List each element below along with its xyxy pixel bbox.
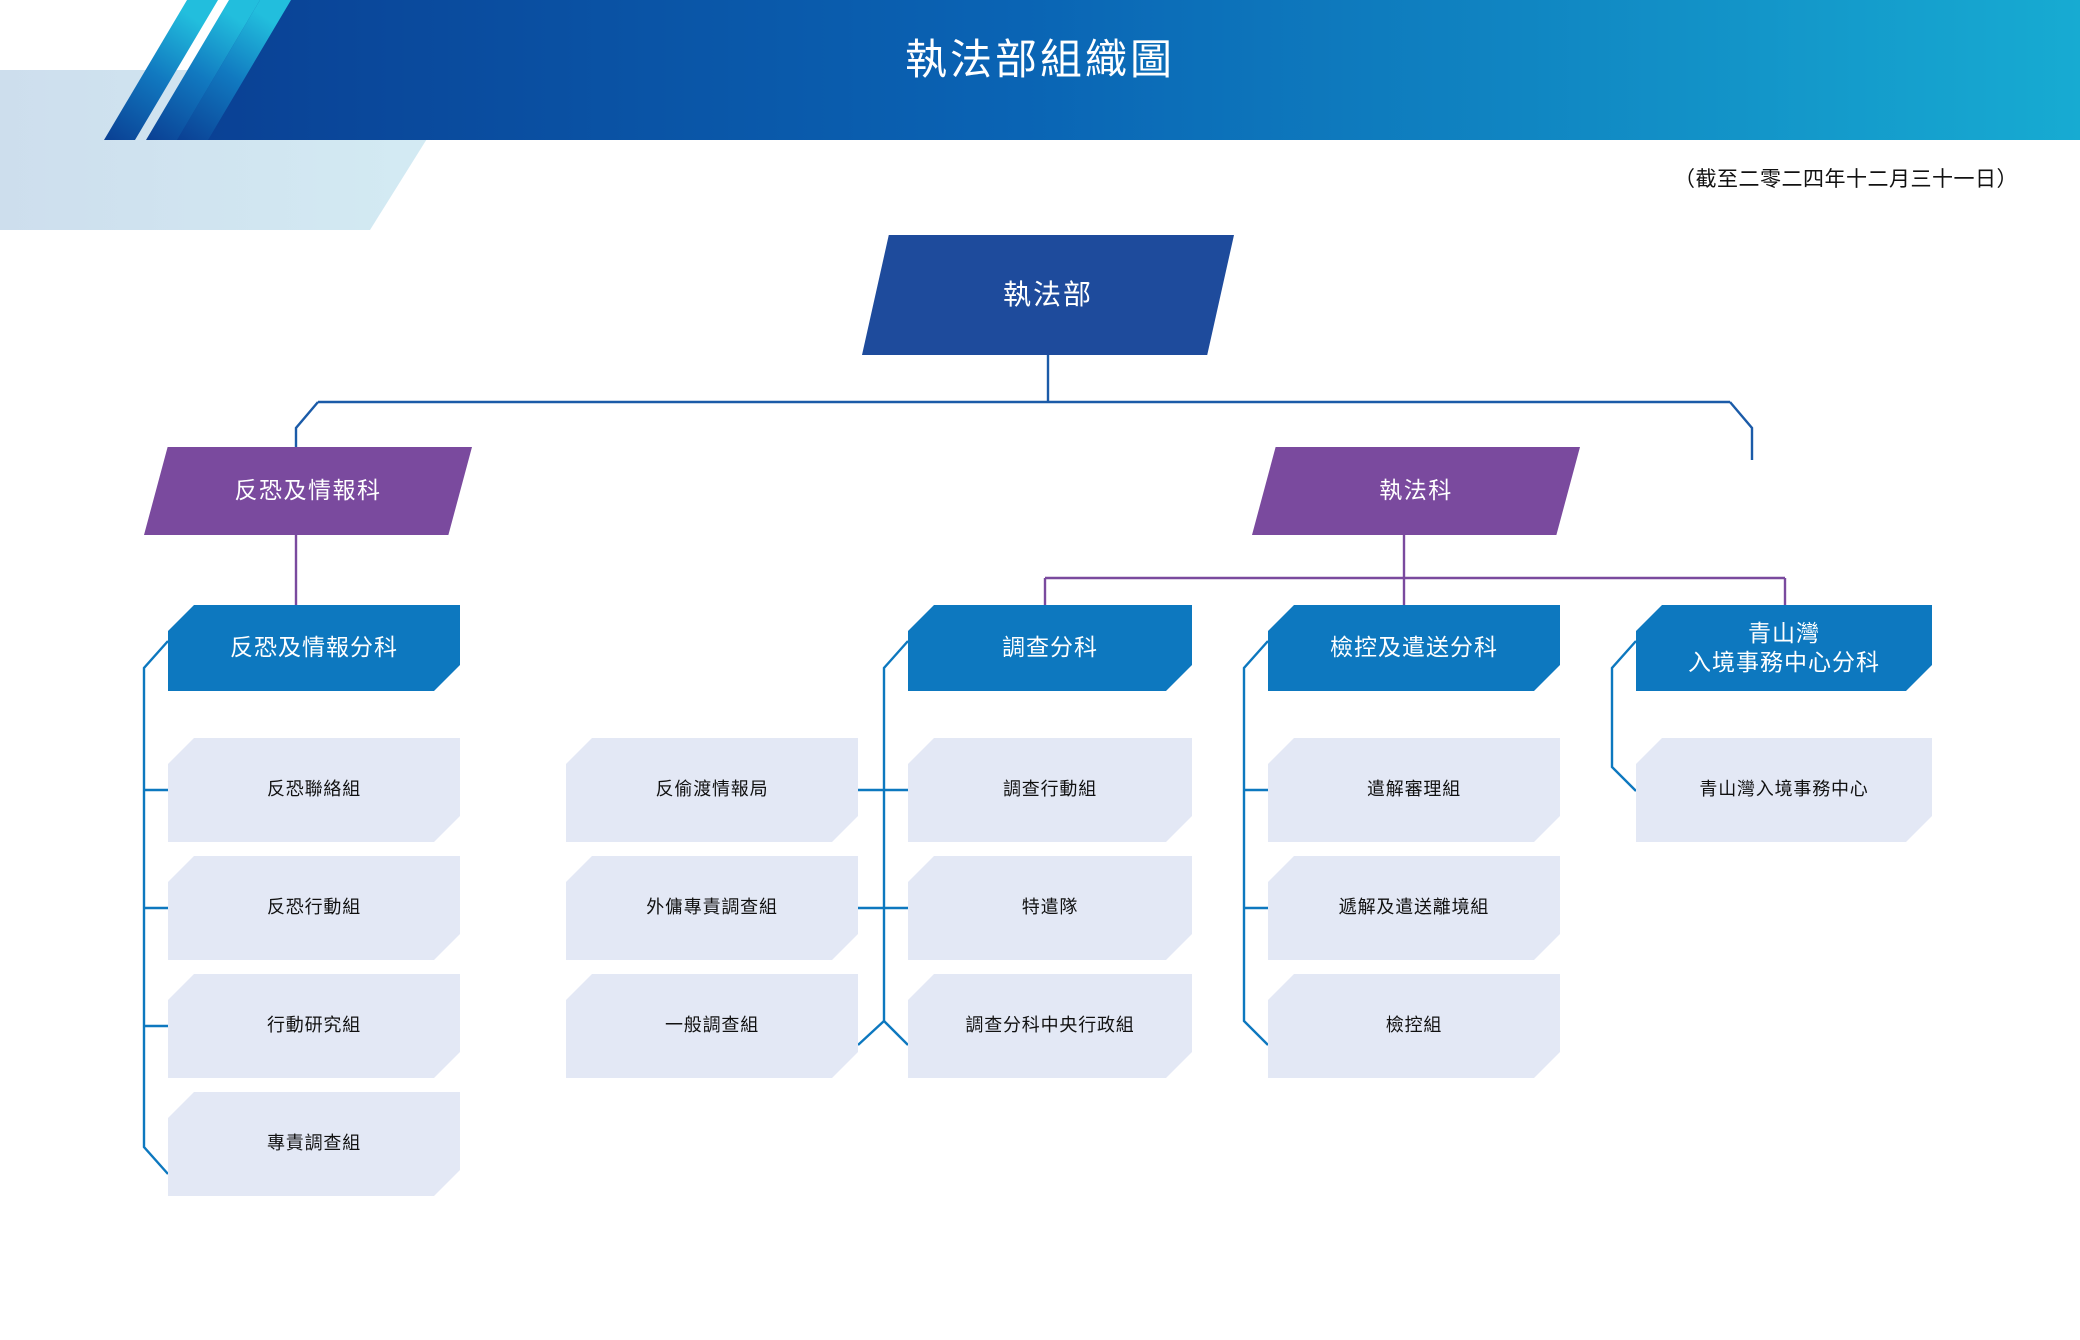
header-slash-3 [177, 0, 291, 140]
node-label: 遣解審理組 [1367, 779, 1461, 800]
node-subdivision-investigation[interactable]: 調查分科 [908, 605, 1192, 691]
node-label: 反偷渡情報局 [655, 779, 769, 800]
node-label: 反恐聯絡組 [267, 779, 361, 800]
node-label: 調查分科 [1002, 634, 1098, 661]
node-subdivision-prosecution-removal[interactable]: 檢控及遣送分科 [1268, 605, 1560, 691]
node-section-counter-terrorism[interactable]: 反恐及情報科 [144, 447, 472, 535]
header-slash-1 [104, 0, 218, 140]
node-label: 青山灣 入境事務中心分科 [1688, 619, 1880, 675]
node-label: 青山灣入境事務中心 [1699, 779, 1869, 800]
node-label: 檢控及遣送分科 [1330, 634, 1498, 661]
page-header: 執法部組織圖 [0, 0, 2080, 230]
node-unit-col1-2[interactable]: 行動研究組 [168, 974, 460, 1078]
connector-spine-col5 [1610, 640, 1637, 792]
node-label: 特遣隊 [1021, 897, 1079, 918]
node-label: 執法部 [1002, 279, 1093, 311]
node-unit-col1-1[interactable]: 反恐行動組 [168, 856, 460, 960]
node-label: 外傭專責調查組 [646, 897, 778, 918]
node-unit-col2-1[interactable]: 外傭專責調查組 [566, 856, 858, 960]
node-unit-col3-2[interactable]: 調查分科中央行政組 [908, 974, 1192, 1078]
connector-spine-investigation [857, 640, 909, 1046]
node-unit-col1-3[interactable]: 專責調查組 [168, 1092, 460, 1196]
node-section-enforcement[interactable]: 執法科 [1252, 447, 1580, 535]
node-unit-col1-0[interactable]: 反恐聯絡組 [168, 738, 460, 842]
node-label: 調查行動組 [1003, 779, 1097, 800]
header-slash-2 [146, 0, 260, 140]
as-of-date: （截至二零二四年十二月三十一日） [1674, 168, 2018, 191]
node-label: 遞解及遣送離境組 [1338, 897, 1490, 918]
node-department-root[interactable]: 執法部 [862, 235, 1234, 355]
node-unit-col2-0[interactable]: 反偷渡情報局 [566, 738, 858, 842]
node-unit-col4-1[interactable]: 遞解及遣送離境組 [1268, 856, 1560, 960]
node-label: 專責調查組 [267, 1133, 361, 1154]
node-unit-col4-2[interactable]: 檢控組 [1268, 974, 1560, 1078]
node-unit-col3-0[interactable]: 調查行動組 [908, 738, 1192, 842]
node-label: 反恐行動組 [267, 897, 361, 918]
node-label: 反恐及情報分科 [230, 634, 398, 661]
node-unit-col4-0[interactable]: 遣解審理組 [1268, 738, 1560, 842]
node-label: 反恐及情報科 [234, 477, 382, 504]
node-unit-col2-2[interactable]: 一般調查組 [566, 974, 858, 1078]
connector-spine-col1 [142, 640, 169, 1175]
node-unit-col3-1[interactable]: 特遣隊 [908, 856, 1192, 960]
node-label: 行動研究組 [267, 1015, 361, 1036]
node-label: 一般調查組 [665, 1015, 759, 1036]
node-label: 執法科 [1379, 477, 1453, 504]
node-unit-col5-0[interactable]: 青山灣入境事務中心 [1636, 738, 1932, 842]
page-title: 執法部組織圖 [904, 36, 1175, 83]
header-banner-graphic [0, 0, 2080, 230]
node-subdivision-cic[interactable]: 青山灣 入境事務中心分科 [1636, 605, 1932, 691]
node-label: 調查分科中央行政組 [965, 1015, 1135, 1036]
connector-root-to-sections [294, 355, 1754, 460]
node-subdivision-ct-intelligence[interactable]: 反恐及情報分科 [168, 605, 460, 691]
connector-enf-section-to-subs [1043, 535, 1787, 612]
connector-spine-col4 [1242, 640, 1269, 1046]
header-main-band [160, 0, 2080, 140]
node-label: 檢控組 [1385, 1015, 1443, 1036]
